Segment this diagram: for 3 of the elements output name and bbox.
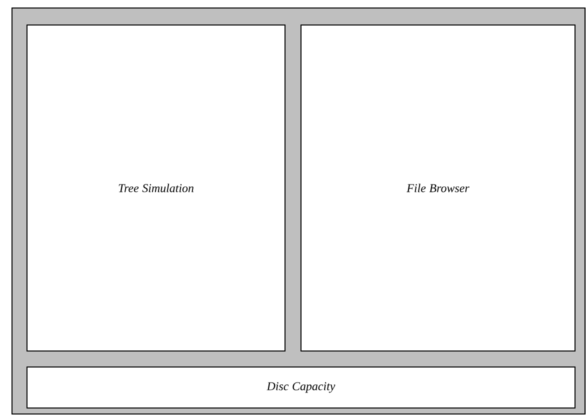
panel-box: Disc Capacity bbox=[26, 366, 576, 408]
panel-box: Tree Simulation bbox=[26, 24, 286, 352]
panel-box: File Browser bbox=[300, 24, 576, 352]
